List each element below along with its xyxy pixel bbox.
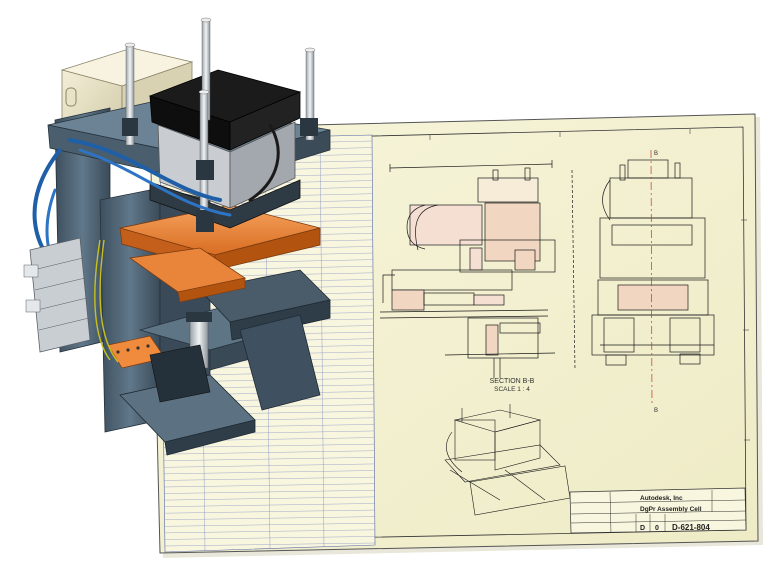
section-marker-top: B <box>654 151 658 157</box>
parts-list-row-line <box>164 470 375 475</box>
section-cut-line: B B <box>650 149 658 414</box>
section-label: SECTION B-B <box>490 378 535 385</box>
section-marker-bottom: B <box>654 408 658 414</box>
parts-list-row-line <box>164 457 375 461</box>
title-drawing-title: DgPr Assembly Cell <box>640 506 702 513</box>
valve-manifold <box>23 237 91 353</box>
section-view-b-b <box>379 160 576 378</box>
title-revision: 0 <box>655 525 659 532</box>
ground-wires <box>94 239 119 363</box>
pneumatic-cylinder <box>148 69 302 229</box>
title-sheet-size: D <box>640 525 645 532</box>
press-arm <box>199 269 331 411</box>
parts-list-row-line <box>164 496 375 501</box>
parts-list-row-line <box>164 490 375 494</box>
title-block <box>569 487 747 534</box>
parts-list-row-line <box>164 450 375 455</box>
title-drawing-number: D-621-804 <box>672 523 710 532</box>
parts-list-row-line <box>164 443 375 448</box>
clamp-cylinder <box>149 312 212 403</box>
assembly-3d-render <box>23 17 331 456</box>
front-view <box>591 159 715 366</box>
guide-rods <box>122 17 318 232</box>
title-company: Autodesk, Inc <box>640 495 683 502</box>
parts-list-row-line <box>164 463 375 468</box>
parts-list-row-line <box>164 476 375 481</box>
scale-label: SCALE 1 : 4 <box>494 386 530 393</box>
parts-list-row-line <box>164 483 375 488</box>
base-plate <box>119 374 256 456</box>
